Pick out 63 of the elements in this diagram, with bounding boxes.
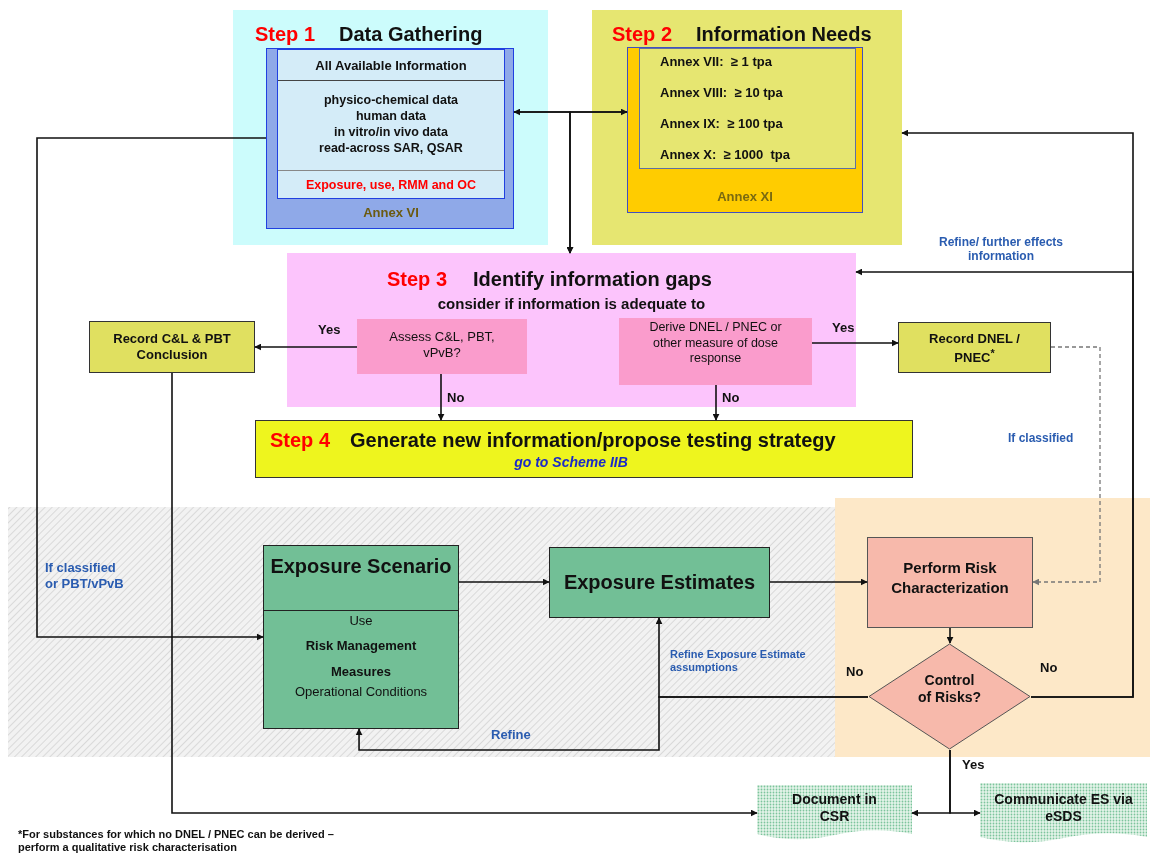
node-text: go to Scheme IIB	[513, 454, 629, 471]
footnote: *For substances for which no DNEL / PNEC can be derived – perform a qualitative risk characterisation	[18, 828, 335, 855]
edge-label: If classified or PBT/vPvB	[45, 560, 125, 592]
edge-label: No	[1040, 660, 1059, 676]
node-text: Exposure, use, RMM and OC	[278, 170, 504, 198]
node-text: consider if information is adequate to	[436, 295, 707, 313]
node-text: Annex VIII: ≥ 10 tpa	[660, 85, 784, 101]
node-text: Annex VII: ≥ 1 tpa	[660, 54, 773, 70]
node-text: Exposure Scenario	[264, 546, 458, 611]
step-label: Step 1	[255, 22, 317, 46]
node-text: Derive DNEL / PNEC or other measure of dose response	[648, 320, 783, 367]
decision-box	[619, 318, 812, 385]
edge-label: No	[846, 664, 865, 680]
information-box	[277, 49, 505, 199]
step-panel	[592, 10, 902, 245]
edge-label: No	[447, 390, 466, 406]
edge-label: No	[722, 390, 741, 406]
node-text: Generate new information/propose testing strategy	[350, 428, 837, 452]
node-text: Perform Risk Characterization	[890, 558, 1010, 599]
node-text: Use	[348, 613, 374, 629]
edge-label: Yes	[832, 320, 856, 336]
step-label: Step 4	[270, 428, 332, 452]
node-text: Annex X: ≥ 1000 tpa	[660, 147, 791, 163]
node-text: Control of Risks?	[918, 672, 981, 706]
step-label: Step 2	[612, 22, 674, 46]
node-text: in vitro/in vivo data	[333, 125, 449, 140]
node-text: Communicate ES via eSDS	[993, 791, 1134, 825]
annex-box	[627, 47, 863, 213]
process-box	[549, 547, 770, 618]
process-box	[89, 321, 255, 373]
annex-list-box	[639, 48, 856, 169]
node-text: human data	[354, 109, 428, 124]
node-text: Annex XI	[716, 189, 774, 205]
step-panel	[287, 253, 856, 407]
process-box	[263, 545, 459, 729]
node-text: Data Gathering	[339, 22, 484, 46]
node-text: Information Needs	[696, 22, 873, 46]
step-panel	[233, 10, 548, 245]
node-text: Assess C&L, PBT, vPvB?	[388, 329, 496, 361]
edge-label: Yes	[962, 757, 986, 773]
edge-label: Refine	[491, 727, 532, 743]
step-label: Step 3	[387, 267, 449, 291]
decision-box	[357, 319, 527, 374]
node-text: All Available Information	[278, 50, 504, 81]
node-text: Operational Conditions	[293, 684, 429, 700]
node-text: Annex VI	[362, 205, 420, 221]
process-box	[867, 537, 1033, 628]
note-text: Refine Exposure Estimate assumptions	[670, 648, 807, 675]
node-text: Annex IX: ≥ 100 tpa	[660, 116, 784, 132]
node-text: Record C&L & PBT Conclusion	[112, 331, 232, 363]
node-text: Exposure Estimates	[562, 570, 757, 594]
node-text: Record DNEL / PNEC$^{*}$	[928, 331, 1021, 366]
node-text: read-across SAR, QSAR	[318, 141, 464, 156]
edge-label: Yes	[318, 322, 342, 338]
node-text: Identify information gaps	[473, 267, 713, 291]
node-text: Document in CSR	[791, 791, 878, 825]
edge-label: If classified	[1008, 431, 1075, 446]
process-box	[898, 322, 1051, 373]
step-box	[255, 420, 913, 478]
edge-label: Refine/ further effects information	[938, 235, 1064, 264]
node-text: physico-chemical data	[322, 93, 460, 108]
annex-box	[266, 48, 514, 229]
node-text: Risk Management Measures	[304, 637, 418, 681]
